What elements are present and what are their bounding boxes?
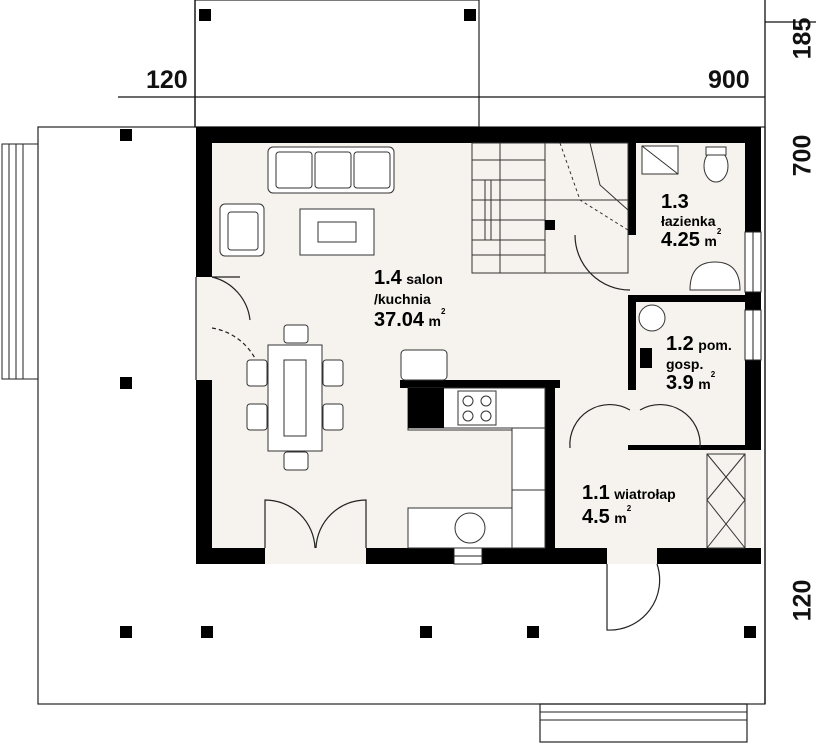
stairs: [471, 142, 629, 274]
fridge: [408, 388, 444, 428]
dimension-185: 185: [788, 17, 816, 60]
room-unit-sup: 2: [626, 504, 632, 513]
room-area: 4.25: [661, 229, 700, 251]
room-area: 4.5: [582, 506, 610, 528]
room-name: pom.: [698, 337, 732, 353]
room-unit-sup: 2: [716, 227, 722, 236]
room-unit-sup: 2: [440, 307, 446, 316]
room-name: wiatrołap: [614, 486, 676, 502]
left-steps: [1, 143, 39, 380]
room-name: salon: [406, 271, 443, 287]
room-label-salon: 1.4 salon /kuchnia 37.04 m2: [374, 268, 445, 330]
dining-set: [246, 324, 344, 471]
room-label-pom-gosp: 1.2 pom. gosp. 3.9 m2: [666, 334, 732, 393]
pillars: [120, 9, 756, 638]
room-number: 1.3: [661, 191, 689, 213]
room-label-lazienka: 1.3 łazienka 4.25 m2: [661, 192, 721, 250]
dimension-700: 700: [788, 134, 816, 177]
room-unit-sup: 2: [710, 370, 716, 379]
dimension-left-top: 120: [146, 66, 188, 94]
room-name-2: gosp.: [666, 356, 704, 372]
armchair: [219, 203, 265, 257]
wardrobe: [706, 453, 746, 549]
dimension-right-top: 900: [708, 66, 750, 94]
coffee-table: [299, 208, 375, 256]
entrance-door: [606, 563, 661, 631]
sofa: [267, 146, 395, 194]
utility-fixtures: [638, 304, 666, 368]
bottom-steps: [540, 711, 747, 721]
room-unit: m: [614, 510, 627, 526]
room-name: łazienka: [661, 213, 716, 229]
room-number: 1.2: [666, 333, 694, 355]
interior-doors: [569, 234, 701, 449]
room-unit: m: [428, 313, 441, 329]
room-unit: m: [698, 376, 711, 392]
room-number: 1.4: [374, 267, 402, 289]
dimension-120: 120: [788, 579, 816, 622]
side-door: [195, 276, 263, 381]
room-unit: m: [704, 233, 717, 249]
bathroom-fixtures: [641, 145, 741, 291]
terrace-doors: [264, 499, 367, 549]
stair-post: [545, 220, 555, 230]
room-label-wiatrolap: 1.1 wiatrołap 4.5 m2: [582, 483, 676, 527]
room-name-2: /kuchnia: [374, 291, 431, 307]
kitchen: [400, 349, 546, 549]
room-area: 37.04: [374, 309, 425, 331]
room-area: 3.9: [666, 372, 694, 394]
windows: [453, 231, 762, 565]
room-number: 1.1: [582, 482, 610, 504]
walls: [196, 127, 761, 564]
dimension-lines: [118, 0, 816, 704]
